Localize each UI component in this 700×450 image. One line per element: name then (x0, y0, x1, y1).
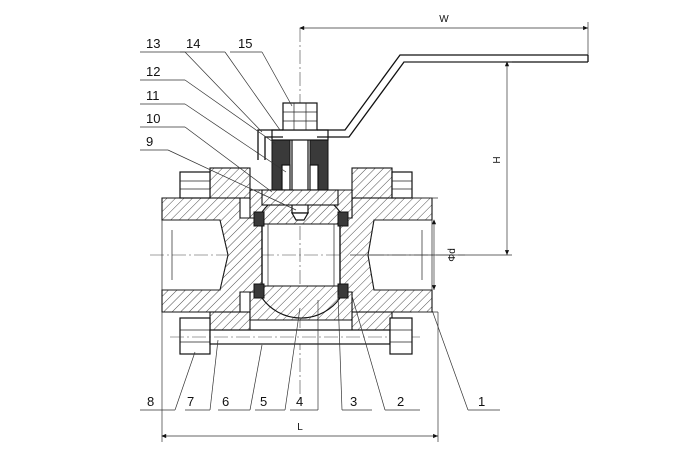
bottom-leaders (140, 294, 500, 411)
dimension-l: L (161, 312, 439, 442)
part-label-3: 3 (350, 394, 357, 409)
part-label-7: 7 (187, 394, 194, 409)
dimension-h: H (350, 61, 512, 256)
lower-bolt (170, 317, 420, 355)
dimension-d: Φd (412, 197, 458, 313)
part-label-1: 1 (478, 394, 485, 409)
part-label-14: 14 (186, 36, 200, 51)
dimension-w-label: W (439, 14, 449, 25)
part-label-5: 5 (260, 394, 267, 409)
upper-bolt (179, 171, 413, 199)
part-label-10: 10 (146, 111, 160, 126)
part-label-9: 9 (146, 134, 153, 149)
stem-assembly (261, 102, 339, 221)
part-label-11: 11 (146, 88, 160, 103)
left-end-cap (161, 167, 263, 343)
dimension-d-label: Φd (447, 248, 458, 262)
part-label-13: 13 (146, 36, 160, 51)
seats (253, 211, 349, 299)
part-labels: 13 14 15 12 11 10 9 8 7 6 5 4 3 2 1 (146, 36, 485, 409)
dimension-l-label: L (297, 422, 303, 433)
top-leaders (140, 51, 297, 211)
part-label-6: 6 (222, 394, 229, 409)
part-label-2: 2 (397, 394, 404, 409)
dimension-w: W (299, 14, 589, 55)
part-label-4: 4 (296, 394, 303, 409)
part-label-8: 8 (147, 394, 154, 409)
part-label-15: 15 (238, 36, 252, 51)
part-label-12: 12 (146, 64, 160, 79)
dimension-h-label: H (492, 156, 503, 163)
